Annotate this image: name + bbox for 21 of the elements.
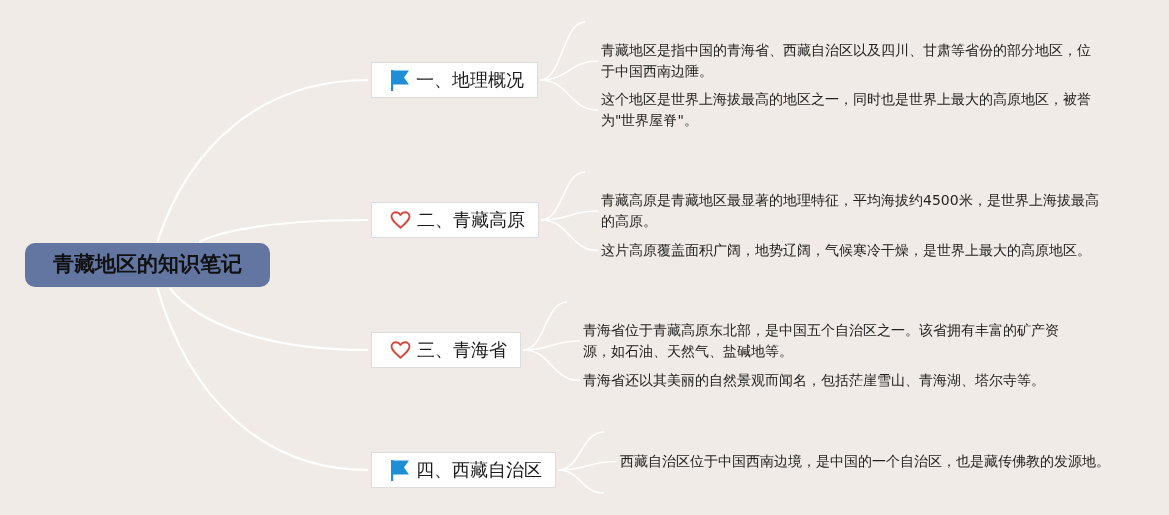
note-text: 青海省位于青藏高原东北部，是中国五个自治区之一。该省拥有丰富的矿产资源，如石油、天然气、盐碱地等。 [583, 320, 1069, 362]
topic-label: 四、西藏自治区 [416, 459, 542, 481]
topic-label: 二、青藏高原 [417, 209, 525, 231]
note-text: 青藏高原是青藏地区最显著的地理特征，平均海拔约4500米，是世界上海拔最高的高原。 [601, 190, 1107, 232]
topic-box [371, 332, 521, 368]
note-text: 这片高原覆盖面积广阔，地势辽阔，气候寒冷干燥，是世界上最大的高原地区。 [601, 240, 1091, 261]
note-text: 西藏自治区位于中国西南边境，是中国的一个自治区，也是藏传佛教的发源地。 [620, 451, 1110, 472]
connector-line [168, 287, 369, 352]
topic-box [371, 452, 556, 488]
topic-box [371, 62, 538, 98]
connector-line [198, 218, 368, 243]
central-topic: 青藏地区的知识笔记 [25, 243, 270, 287]
connector-line [156, 78, 369, 243]
connector-line [156, 287, 369, 472]
note-text: 这个地区是世界上海拔最高的地区之一，同时也是世界上最大的高原地区，被誉为"世界屋脊"。 [601, 89, 1099, 131]
note-text: 青海省还以其美丽的自然景观而闻名，包括茫崖雪山、青海湖、塔尔寺等。 [583, 370, 1045, 391]
connector-line [539, 79, 599, 111]
topic-label: 三、青海省 [417, 339, 507, 361]
note-text: 青藏地区是指中国的青海省、西藏自治区以及四川、甘肃等省份的部分地区，位于中国西南边陲。 [601, 40, 1099, 82]
topic-box [371, 202, 539, 238]
topic-label: 一、地理概况 [416, 69, 524, 91]
